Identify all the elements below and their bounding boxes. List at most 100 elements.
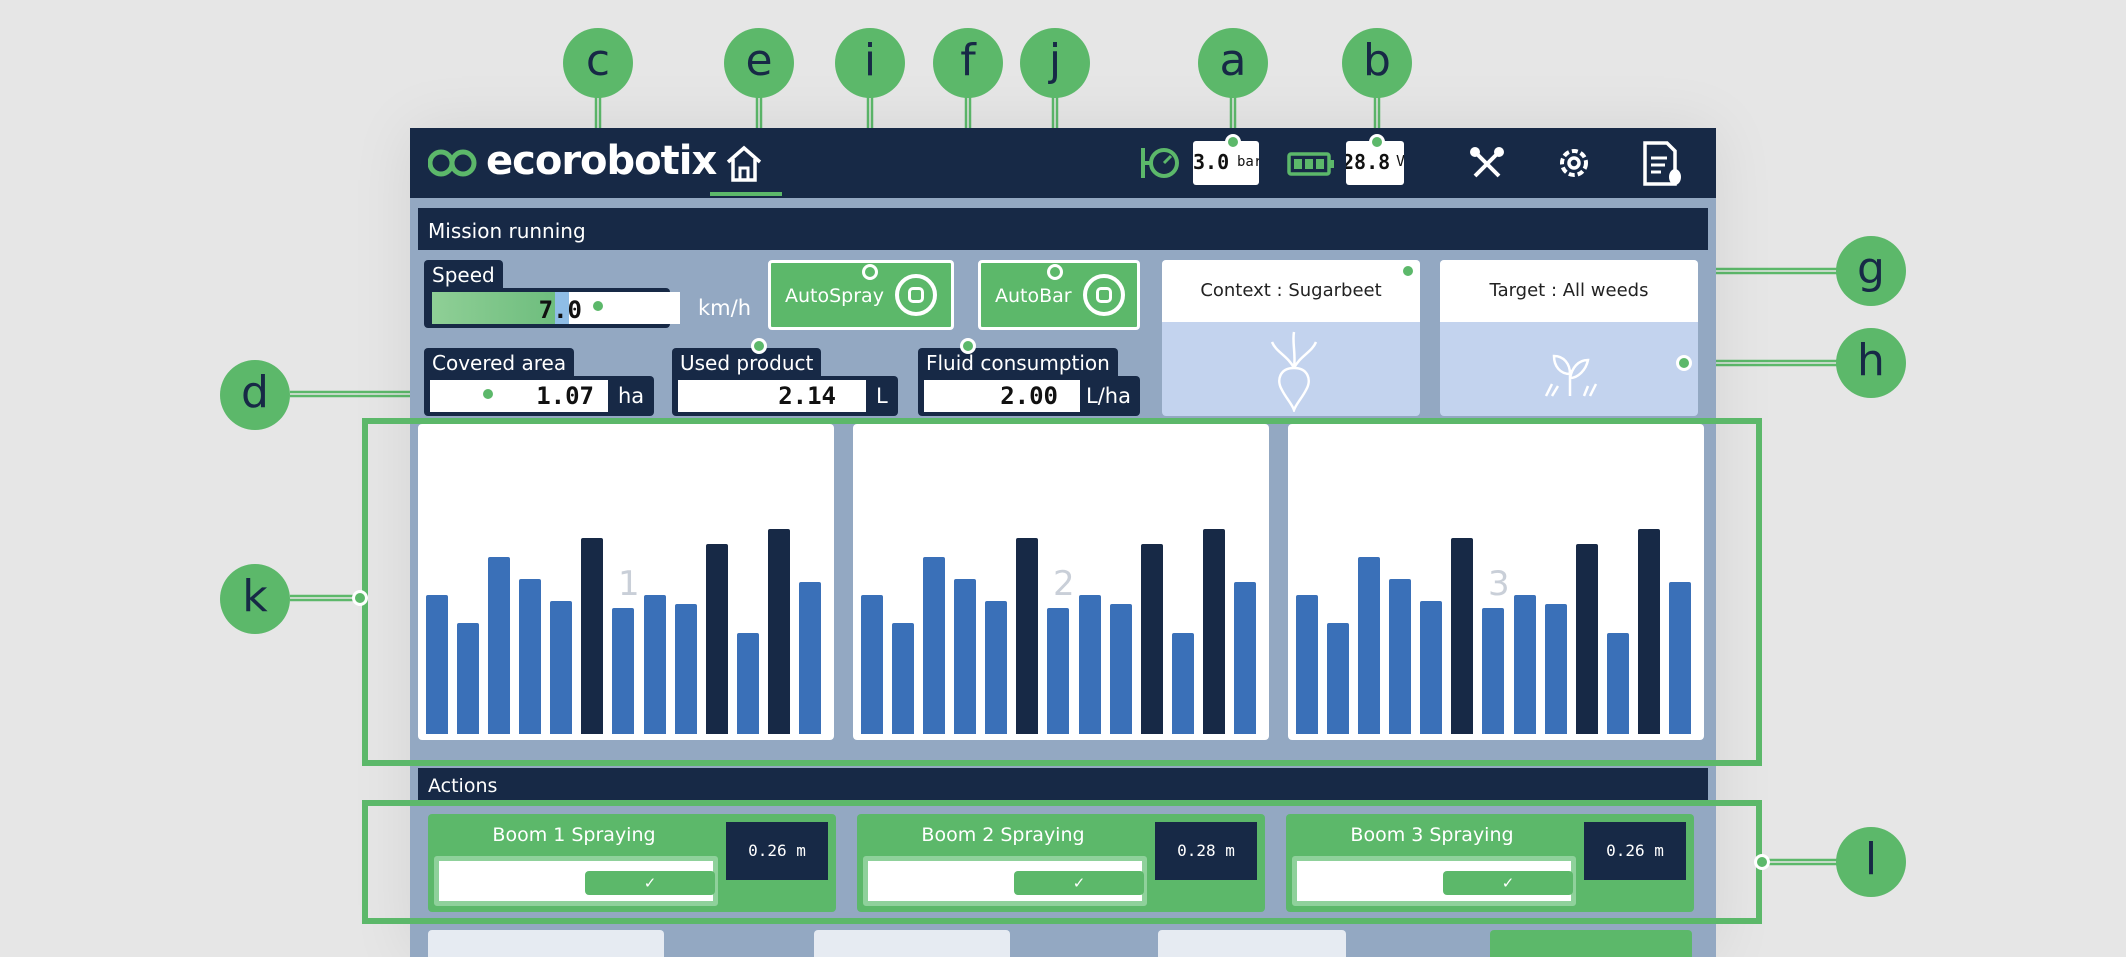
nozzle-bar xyxy=(1172,633,1194,734)
speed-widget: Speed 7.0 km/h xyxy=(424,260,751,328)
nozzle-bar xyxy=(892,623,914,734)
speed-unit: km/h xyxy=(698,296,752,320)
nozzle-bar xyxy=(1016,538,1038,734)
stop-circle-icon xyxy=(895,274,937,316)
used-product-label: Used product xyxy=(672,348,822,378)
used-product-box: 2.14 L xyxy=(672,376,898,416)
battery-icon xyxy=(1287,152,1334,176)
bottom-tile-3[interactable] xyxy=(1158,930,1346,957)
used-product-value: 2.14 xyxy=(678,380,866,412)
bottom-tile-1[interactable] xyxy=(428,930,664,957)
sugarbeet-icon xyxy=(1270,331,1318,412)
nozzle-bar xyxy=(1358,557,1380,734)
nozzle-bar xyxy=(923,557,945,734)
speed-gauge-marker xyxy=(555,292,570,324)
callout-j: j xyxy=(1020,28,1090,98)
nozzle-bar xyxy=(954,579,976,734)
check-icon[interactable]: ✓ xyxy=(1014,871,1144,895)
boom-1-distance: 0.26 m xyxy=(726,822,828,880)
callout-a: a xyxy=(1198,28,1268,98)
nozzle-bar xyxy=(519,579,541,734)
nozzle-bar xyxy=(1669,582,1691,734)
nozzle-bar xyxy=(985,601,1007,734)
nozzle-bar xyxy=(457,623,479,734)
home-button[interactable] xyxy=(710,138,782,196)
boom-3-control[interactable]: Boom 3 Spraying ✓ 0.26 m xyxy=(1286,814,1694,912)
check-icon[interactable]: ✓ xyxy=(585,871,715,895)
boom-3-toggle-track[interactable]: ✓ xyxy=(1292,856,1576,906)
speed-box: 7.0 xyxy=(424,288,680,328)
logo-icon xyxy=(428,149,477,177)
report-button[interactable] xyxy=(1641,140,1687,188)
nozzle-bar xyxy=(768,529,790,734)
weeds-icon xyxy=(1544,354,1598,397)
boom-2-label: Boom 2 Spraying xyxy=(921,824,1085,846)
boom-panels-highlight xyxy=(362,418,1762,766)
nozzle-bar xyxy=(675,604,697,734)
nozzle-bar xyxy=(1576,544,1598,734)
nozzle-bar xyxy=(1203,529,1225,734)
target-card[interactable]: Target : All weeds xyxy=(1440,260,1698,416)
fluid-consumption-label: Fluid consumption xyxy=(918,348,1118,378)
tools-button[interactable] xyxy=(1466,143,1508,185)
nozzle-bar xyxy=(550,601,572,734)
boom-2-control[interactable]: Boom 2 Spraying ✓ 0.28 m xyxy=(857,814,1265,912)
boom-3-distance: 0.26 m xyxy=(1584,822,1686,880)
fluid-consumption-unit: L/ha xyxy=(1086,384,1131,408)
boom-2-distance: 0.28 m xyxy=(1155,822,1257,880)
boom-panel-3: 3 xyxy=(1288,424,1704,740)
speed-gauge-fill xyxy=(432,292,564,324)
nozzle-bar xyxy=(1545,604,1567,734)
nozzle-bar xyxy=(861,595,883,734)
nozzle-bar xyxy=(644,595,666,734)
gear-icon xyxy=(1560,149,1588,177)
nozzle-bar xyxy=(426,595,448,734)
callout-g: g xyxy=(1836,236,1906,306)
autospray-button[interactable]: AutoSpray xyxy=(768,260,954,330)
speed-gauge: 7.0 xyxy=(432,292,680,324)
covered-area-value: 1.07 xyxy=(430,380,608,412)
fluid-consumption-box: 2.00 L/ha xyxy=(918,376,1140,416)
pressure-gauge-icon xyxy=(1141,148,1179,178)
settings-button[interactable] xyxy=(1553,142,1595,184)
autobar-button[interactable]: AutoBar xyxy=(978,260,1140,330)
callout-k: k xyxy=(220,564,290,634)
autospray-label: AutoSpray xyxy=(785,285,884,307)
check-icon[interactable]: ✓ xyxy=(1443,871,1573,895)
callout-b: b xyxy=(1342,28,1412,98)
callout-anchor-dot xyxy=(480,386,496,402)
boom-2-toggle-track[interactable]: ✓ xyxy=(863,856,1147,906)
context-card[interactable]: Context : Sugarbeet xyxy=(1162,260,1420,416)
pressure-readout: 3.0 bar xyxy=(1193,141,1259,185)
actions-title: Actions xyxy=(428,775,498,797)
bottom-tile-2[interactable] xyxy=(814,930,1010,957)
nozzle-bar xyxy=(1079,595,1101,734)
covered-area-box: 1.07 ha xyxy=(424,376,654,416)
mission-title: Mission running xyxy=(428,219,586,243)
boom-3-label: Boom 3 Spraying xyxy=(1350,824,1514,846)
callout-anchor-dot xyxy=(1400,263,1416,279)
callout-l: l xyxy=(1836,827,1906,897)
boom-panel-number: 2 xyxy=(1053,564,1075,604)
home-icon xyxy=(726,145,762,182)
boom-1-control[interactable]: Boom 1 Spraying ✓ 0.26 m xyxy=(428,814,836,912)
nozzle-bar xyxy=(1638,529,1660,734)
boom-actions-highlight xyxy=(362,800,1762,924)
callout-e: e xyxy=(724,28,794,98)
callout-f: f xyxy=(933,28,1003,98)
boom-panel-1: 1 xyxy=(418,424,834,740)
autobar-label: AutoBar xyxy=(995,285,1072,307)
callout-h: h xyxy=(1836,328,1906,398)
boom-1-toggle-track[interactable]: ✓ xyxy=(434,856,718,906)
nozzle-bar xyxy=(1420,601,1442,734)
callout-i: i xyxy=(835,28,905,98)
bottom-tile-4[interactable] xyxy=(1490,930,1692,957)
callout-anchor-dot xyxy=(352,590,368,606)
boom-panel-number: 1 xyxy=(618,564,640,604)
nozzle-bar xyxy=(1482,608,1504,734)
callout-anchor-dot xyxy=(1676,355,1692,371)
nozzle-bar xyxy=(581,538,603,734)
covered-area-label: Covered area xyxy=(424,348,575,378)
fluid-consumption-value: 2.00 xyxy=(924,380,1080,412)
nozzle-bar xyxy=(1141,544,1163,734)
